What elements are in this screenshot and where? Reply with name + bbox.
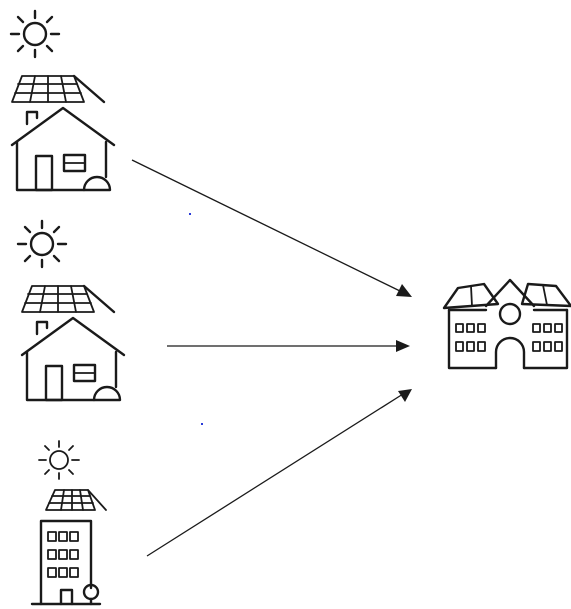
house-top-node [9,9,116,192]
sun-icon [9,9,61,59]
house-middle-node [16,219,126,402]
speck-mark [189,213,191,215]
arrow-apartment-to-school [146,389,412,557]
sun-icon [38,440,80,480]
solar-panel-icon [11,74,106,104]
house-icon [20,316,126,402]
house-icon [10,106,116,192]
solar-panel-icon [21,284,116,314]
arrow-house-middle-to-school [167,340,410,352]
arrow-house-top-to-school [131,159,412,297]
apartment-building-icon [30,519,102,606]
sun-icon [16,219,68,269]
solar-panel-icon [45,489,107,511]
speck-mark [201,423,203,425]
school-node [442,278,571,370]
school-building-icon [442,278,571,370]
apartment-bottom-node [30,440,107,606]
